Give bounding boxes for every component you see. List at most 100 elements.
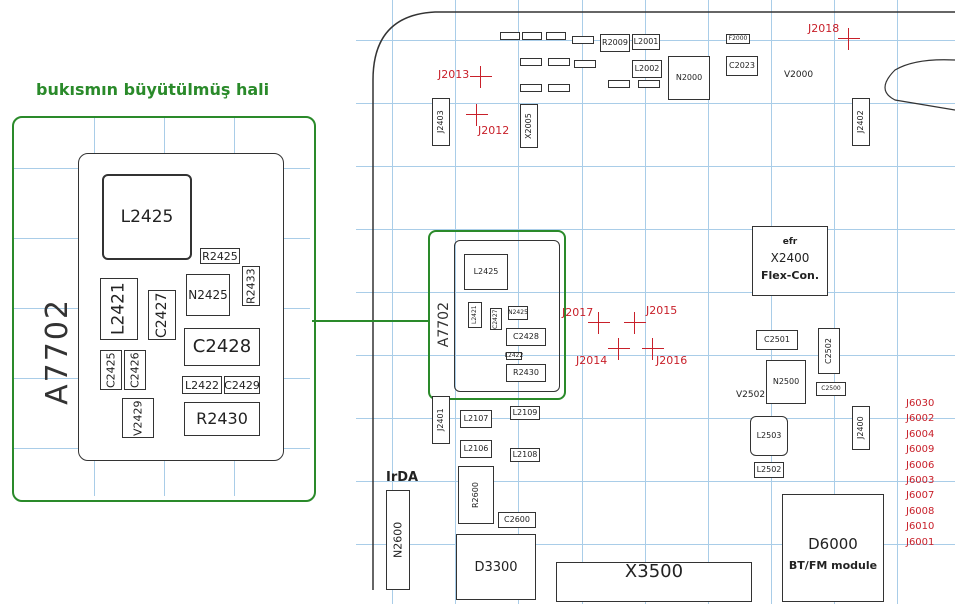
- test-point-label: J2014: [576, 354, 608, 367]
- part-l2503: L2503: [750, 416, 788, 456]
- highlight-frame: A7702 L2425 L2421 C2427 C2428 N2425 L242…: [428, 230, 566, 400]
- part-n2500: N2500: [766, 360, 806, 404]
- test-point-label: J2017: [562, 306, 594, 319]
- pad: [546, 32, 566, 40]
- board-c2427: C2427: [490, 308, 502, 330]
- board-outline: [372, 11, 955, 590]
- part-l2001: L2001: [632, 34, 660, 50]
- part-c2501: C2501: [756, 330, 798, 350]
- part-v2000: V2000: [784, 70, 814, 80]
- zoom-capacitor-c2429: C2429: [224, 376, 260, 394]
- part-r2600: R2600: [458, 466, 494, 524]
- part-f2000: F2000: [726, 34, 750, 44]
- board-module-label: A7702: [436, 302, 452, 348]
- part-x2005: X2005: [520, 104, 538, 148]
- x2400-sub-label: Flex-Con.: [760, 269, 820, 282]
- test-point-cross: [466, 104, 488, 126]
- right-label: J6004: [906, 428, 935, 440]
- pad: [500, 32, 520, 40]
- pad: [520, 84, 542, 92]
- zoom-capacitor-c2427: C2427: [148, 290, 176, 340]
- zoom-module-label: A7702: [40, 298, 75, 405]
- right-column-labels: J6030 J6002 J6004 J6009 J6006 J6003 J600…: [906, 396, 954, 550]
- pad: [548, 84, 570, 92]
- zoom-resistor-r2430: R2430: [184, 402, 260, 436]
- right-label: J6002: [906, 413, 935, 425]
- board-l2425: L2425: [464, 254, 508, 290]
- board-l2421: L2421: [468, 302, 482, 328]
- right-label: J6006: [906, 459, 935, 471]
- part-l2002: L2002: [632, 60, 662, 78]
- board-r2430: R2430: [506, 364, 546, 382]
- test-point-cross: [588, 312, 610, 334]
- right-label: J6030: [906, 398, 935, 409]
- part-j2403: J2403: [432, 98, 450, 146]
- x2400-top-label: efr: [782, 237, 798, 247]
- d6000-label: D6000: [808, 535, 858, 553]
- part-n2600: N2600: [386, 490, 410, 590]
- part-c2600: C2600: [498, 512, 536, 528]
- part-v2502: V2502: [736, 390, 766, 400]
- pad: [522, 32, 542, 40]
- zoom-inductor-l2422: L2422: [182, 376, 222, 394]
- pad: [572, 36, 594, 44]
- part-d6000: D6000 BT/FM module: [782, 494, 884, 602]
- part-j2401: J2401: [432, 396, 450, 444]
- part-c2023: C2023: [726, 56, 758, 76]
- zoom-capacitor-c2425: C2425: [100, 350, 122, 390]
- part-l2109: L2109: [510, 406, 540, 420]
- board-n2425: N2425: [508, 306, 528, 320]
- part-d3300: D3300: [456, 534, 536, 600]
- part-l2107: L2107: [460, 410, 492, 428]
- test-point-label: J2012: [478, 124, 510, 137]
- part-c2502: C2502: [818, 328, 840, 374]
- part-x2400: efr X2400 Flex-Con.: [752, 226, 828, 296]
- caption-text: bukısmın büyütülmüş hali: [36, 80, 270, 99]
- right-label: J6003: [906, 475, 935, 487]
- zoom-inductor-l2425: L2425: [102, 174, 192, 260]
- test-point-label: J2013: [438, 68, 470, 81]
- right-label: J6009: [906, 444, 935, 456]
- zoom-resistor-r2433: R2433: [242, 266, 260, 306]
- right-label: J6010: [906, 521, 935, 533]
- zoom-ic-n2425: N2425: [186, 274, 230, 316]
- part-x3500: X3500: [556, 562, 752, 602]
- pad: [520, 58, 542, 66]
- pad: [574, 60, 596, 68]
- part-n2000: N2000: [668, 56, 710, 100]
- test-point-cross: [470, 66, 492, 88]
- board-l2422: L2422: [504, 352, 524, 360]
- pad: [608, 80, 630, 88]
- zoom-capacitor-c2426: C2426: [124, 350, 146, 390]
- part-l2502: L2502: [754, 462, 784, 478]
- right-label: J6001: [906, 536, 935, 548]
- part-j2402: J2402: [852, 98, 870, 146]
- zoom-frame: A7702 L2425 R2425 R2433 N2425 L2421 C242…: [12, 116, 316, 502]
- part-r2009: R2009: [600, 34, 630, 52]
- test-point-label: J2018: [808, 22, 840, 35]
- pad: [638, 80, 660, 88]
- irda-label: IrDA: [386, 470, 419, 485]
- right-label: J6008: [906, 505, 935, 517]
- zoom-inductor-l2421: L2421: [100, 278, 138, 340]
- part-c2500: C2500: [816, 382, 846, 396]
- test-point-cross: [624, 312, 646, 334]
- part-l2108: L2108: [510, 448, 540, 462]
- zoom-diode-v2429: V2429: [122, 398, 154, 438]
- pad: [548, 58, 570, 66]
- test-point-cross: [838, 28, 860, 50]
- test-point-cross: [608, 338, 630, 360]
- test-point-label: J2015: [646, 304, 678, 317]
- test-point-cross: [642, 338, 664, 360]
- part-l2106: L2106: [460, 440, 492, 458]
- d6000-sub-label: BT/FM module: [788, 559, 878, 572]
- x2400-label: X2400: [770, 251, 810, 265]
- test-point-label: J2016: [656, 354, 688, 367]
- zoom-resistor-r2425: R2425: [200, 248, 240, 264]
- zoom-connector-line: [312, 320, 428, 322]
- board-c2428: C2428: [506, 328, 546, 346]
- right-label: J6007: [906, 490, 935, 502]
- part-j2400: J2400: [852, 406, 870, 450]
- highlight-module-outline: [454, 240, 560, 392]
- zoom-capacitor-c2428: C2428: [184, 328, 260, 366]
